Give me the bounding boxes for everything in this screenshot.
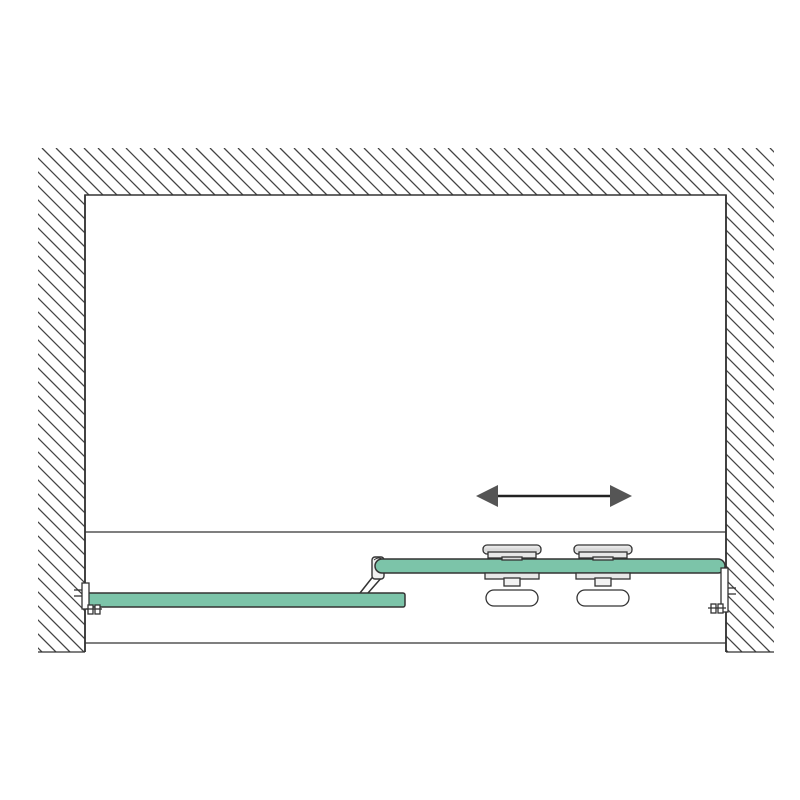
hatch-line	[38, 148, 311, 652]
hatch-line	[38, 148, 129, 652]
arrow-head-left	[476, 485, 498, 507]
hatch-line	[38, 148, 381, 652]
hatch-line	[38, 148, 367, 652]
arrow-head-right	[610, 485, 632, 507]
hatch-line	[38, 148, 143, 652]
hatch-line	[195, 148, 717, 652]
rollers	[482, 544, 633, 607]
hatch-line	[755, 148, 774, 652]
fixed-glass-panel	[86, 592, 406, 608]
hatch-line	[657, 148, 774, 652]
hatch-line	[38, 148, 409, 652]
hatch-line	[517, 148, 774, 652]
hatch-line	[643, 148, 774, 652]
hatch-line	[38, 148, 479, 652]
hatch-line	[38, 148, 87, 652]
hatch-line	[38, 148, 451, 652]
hatch-line	[38, 148, 493, 652]
hatch-line	[97, 148, 619, 652]
hatch-line	[38, 148, 115, 652]
hatch-line	[629, 148, 774, 652]
hatch-line	[671, 148, 774, 652]
hatch-line	[38, 148, 157, 652]
hatch-line	[0, 148, 2, 668]
slide-direction-arrow	[476, 485, 632, 507]
hatch-line	[38, 148, 73, 652]
hatch-line	[0, 148, 30, 668]
hatch-line	[38, 148, 297, 652]
hatch-line	[38, 148, 535, 652]
hatch-line	[531, 148, 774, 652]
hatch-line	[601, 148, 774, 652]
hatch-line	[38, 148, 549, 652]
sliding-glass-panel	[374, 558, 726, 574]
hatch-line	[111, 148, 633, 652]
hatch-line	[38, 148, 269, 652]
roller-left	[482, 544, 542, 607]
wall-bracket-right	[708, 567, 736, 614]
hatch-line	[41, 148, 563, 652]
hatch-line	[38, 148, 45, 652]
hatch-line	[503, 148, 774, 652]
hatched-walls	[0, 148, 800, 668]
hatch-line	[38, 148, 395, 652]
hatch-line	[38, 148, 465, 652]
hatch-line	[38, 148, 353, 652]
hatch-line	[223, 148, 745, 652]
hatch-line	[0, 148, 16, 668]
hatch-line	[38, 148, 171, 652]
hatch-line	[38, 148, 241, 652]
hatch-line	[38, 148, 227, 652]
hatch-line	[349, 148, 774, 652]
hatch-line	[38, 148, 185, 652]
hatch-line	[784, 148, 800, 668]
hatch-line	[38, 148, 213, 652]
wall-top	[84, 194, 727, 652]
hatch-line	[615, 148, 774, 652]
hatch-line	[38, 148, 199, 652]
hatch-line	[38, 148, 325, 652]
hatch-line	[769, 148, 774, 652]
hatch-line	[125, 148, 647, 652]
hatch-line	[38, 148, 255, 652]
hatch-line	[685, 148, 774, 652]
wall-bracket-left	[74, 582, 102, 615]
hatch-line	[209, 148, 731, 652]
hatch-line	[489, 148, 774, 652]
hatch-line	[335, 148, 774, 652]
roller-right	[573, 544, 633, 607]
hatch-line	[38, 148, 283, 652]
